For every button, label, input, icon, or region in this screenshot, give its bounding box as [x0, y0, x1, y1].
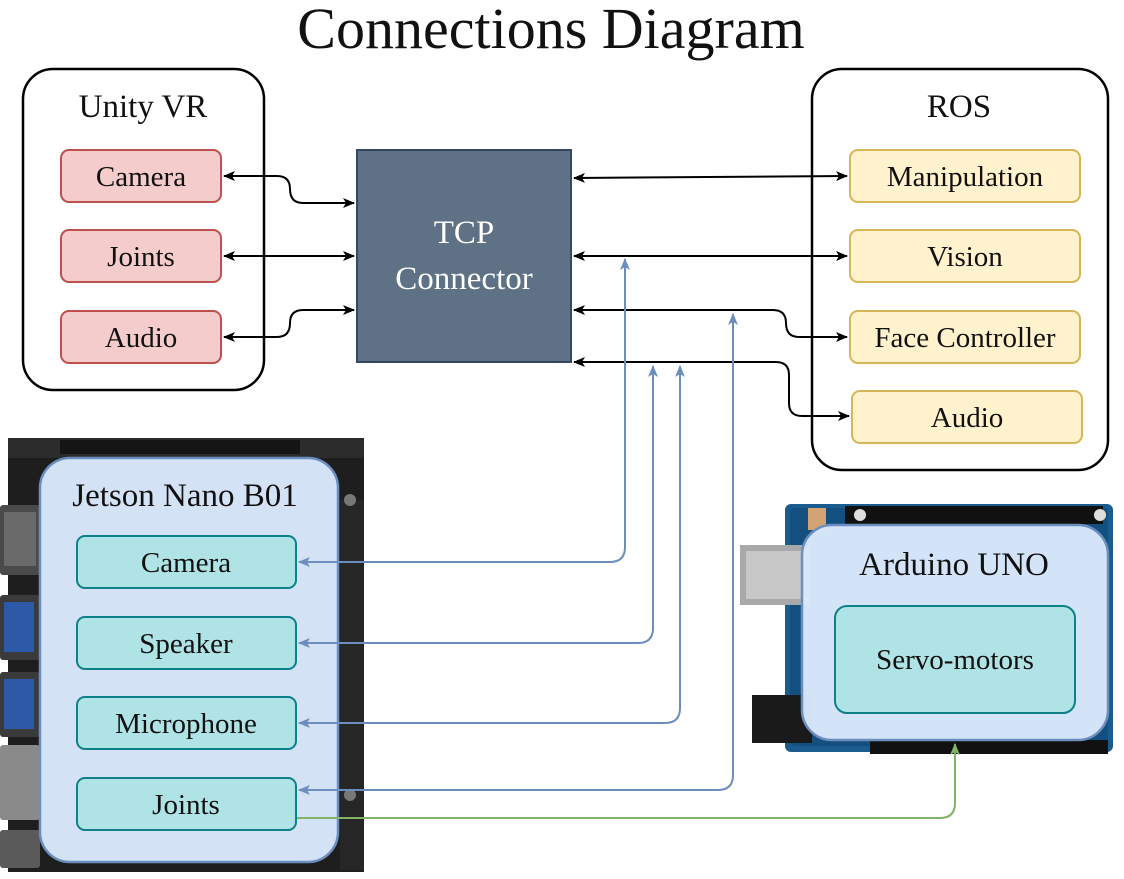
unity-camera-box [60, 149, 222, 203]
arrow-jetson-joints-tcp [298, 313, 738, 795]
tcp-connector-line2: Connector [395, 261, 532, 297]
arduino-servo-motors-label: Servo-motors [876, 644, 1034, 676]
tcp-connector-line1: TCP [434, 215, 495, 251]
ros-title: ROS [927, 89, 991, 125]
black-connectors [223, 171, 850, 421]
green-connectors [297, 743, 960, 819]
ros-manipulation-label: Manipulation [887, 161, 1044, 193]
unity-vr-title: Unity VR [79, 89, 208, 125]
unity-camera-label: Camera [96, 161, 186, 193]
unity-joints-box [60, 229, 222, 283]
diagram-title: Connections Diagram [297, 0, 804, 61]
arrow-jetson-joints-arduino [297, 743, 960, 819]
jetson-joints-label: Joints [152, 789, 220, 821]
tcp-connector-group: TCP Connector [356, 149, 572, 363]
jetson-group: Jetson Nano B01 Camera Speaker Microphon… [38, 456, 340, 864]
arduino-servo-motors-box [834, 605, 1076, 714]
jetson-speaker-label: Speaker [139, 628, 233, 660]
arduino-title: Arduino UNO [859, 547, 1049, 583]
arrow-unity-camera-tcp [223, 171, 355, 208]
tcp-connector-box [356, 149, 572, 363]
arrow-tcp-face-controller [573, 305, 848, 342]
jetson-camera-label: Camera [141, 547, 231, 579]
unity-vr-group: Unity VR Camera Joints Audio [21, 67, 266, 392]
jetson-speaker-box [76, 616, 297, 670]
ros-audio-label: Audio [931, 402, 1004, 434]
ros-audio-box [851, 390, 1083, 444]
jetson-camera-box [76, 535, 297, 589]
jetson-microphone-label: Microphone [115, 708, 257, 740]
ros-manipulation-box [849, 149, 1081, 203]
ros-vision-box [849, 229, 1081, 283]
jetson-joints-box [76, 777, 297, 831]
arrow-tcp-ros-audio [573, 357, 850, 421]
arduino-group: Arduino UNO Servo-motors [800, 523, 1110, 742]
jetson-microphone-box [76, 696, 297, 750]
blue-connectors [298, 258, 738, 795]
arrow-tcp-manipulation [573, 171, 848, 183]
ros-group: ROS Manipulation Vision Face Controller … [810, 67, 1110, 472]
ros-vision-label: Vision [927, 241, 1003, 273]
unity-audio-label: Audio [105, 322, 178, 354]
jetson-title: Jetson Nano B01 [72, 478, 298, 514]
ros-face-controller-box [849, 310, 1081, 364]
ros-face-controller-label: Face Controller [874, 322, 1056, 354]
unity-joints-label: Joints [107, 241, 175, 273]
unity-audio-box [60, 310, 222, 364]
